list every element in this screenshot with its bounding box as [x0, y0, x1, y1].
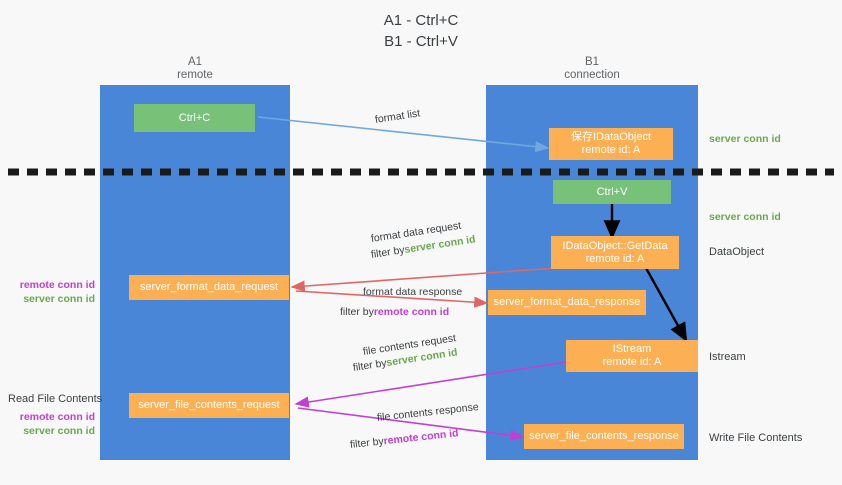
- filter-by-text-1: filter by: [370, 244, 406, 261]
- right-label-istream: Istream: [709, 351, 746, 363]
- box-istream[interactable]: IStream remote id: A: [566, 340, 698, 372]
- edge-label-file-contents-response-group: file contents response: [376, 400, 479, 425]
- box-idataobject-getdata[interactable]: IDataObject::GetData remote id: A: [551, 236, 679, 269]
- edge-label-file-contents-response: file contents response: [376, 401, 480, 424]
- box-server-format-data-response[interactable]: server_format_data_response: [488, 290, 646, 315]
- filter-by-text-2: filter by: [340, 306, 374, 318]
- box-save-idataobject[interactable]: 保存IDataObject remote id: A: [549, 128, 673, 160]
- right-label-server-conn-id-mid: server conn id: [709, 211, 781, 223]
- remote-conn-id-ref-1: remote conn id: [373, 306, 450, 318]
- lane-header-a1: A1 remote: [177, 56, 213, 81]
- edge-label-format-data-response-group: format data response: [363, 285, 462, 299]
- edge-label-format-list: format list: [374, 107, 421, 126]
- box-server-format-data-request[interactable]: server_format_data_request: [129, 275, 289, 300]
- remote-conn-id-ref-2: remote conn id: [382, 427, 460, 448]
- left-label-read-file-contents: Read File Contents: [8, 393, 103, 405]
- box-ctrl-v[interactable]: Ctrl+V: [553, 180, 671, 204]
- filter-by-text-3: filter by: [352, 357, 388, 374]
- edge-filter-file-contents-response: filter by remote conn id: [349, 426, 459, 452]
- box-server-file-contents-request[interactable]: server_file_contents_request: [129, 393, 289, 418]
- left-label-conn-ids-2: remote conn id server conn id: [0, 410, 95, 438]
- box-ctrl-c[interactable]: Ctrl+C: [134, 104, 255, 132]
- left-remote-conn-id-1: remote conn id: [19, 279, 95, 291]
- left-server-conn-id-1: server conn id: [23, 293, 95, 305]
- lane-header-b1: B1 connection: [564, 56, 620, 81]
- left-server-conn-id-2: server conn id: [23, 425, 95, 437]
- right-label-server-conn-id-top: server conn id: [709, 133, 781, 145]
- left-remote-conn-id-2: remote conn id: [19, 411, 95, 423]
- right-label-write-file-contents: Write File Contents: [709, 432, 803, 444]
- edge-label-format-data-response: format data response: [363, 286, 463, 298]
- box-server-file-contents-response[interactable]: server_file_contents_response: [524, 424, 684, 449]
- edge-filter-format-data-response: filter by remote conn id: [340, 305, 449, 319]
- page-title: A1 - Ctrl+C B1 - Ctrl+V: [383, 12, 459, 50]
- right-label-dataobject: DataObject: [709, 246, 765, 258]
- left-label-conn-ids-1: remote conn id server conn id: [0, 278, 95, 306]
- filter-by-text-4: filter by: [349, 435, 385, 451]
